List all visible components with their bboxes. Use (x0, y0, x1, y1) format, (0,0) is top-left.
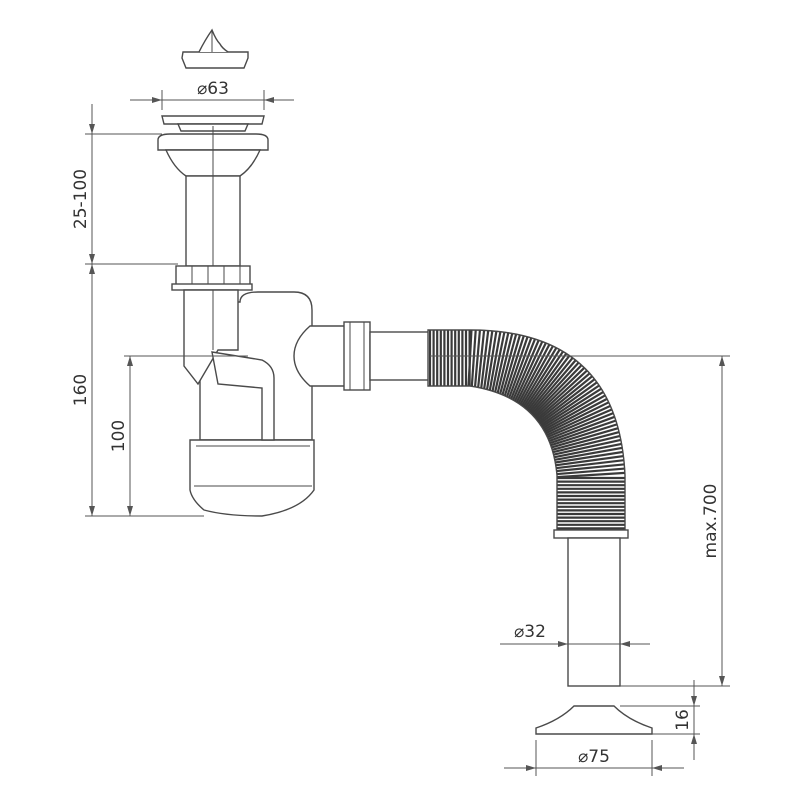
drain-plug (181, 28, 249, 69)
strainer (157, 115, 269, 177)
side-outlet (293, 321, 431, 391)
label-outlet-diameter: ⌀32 (514, 622, 546, 642)
label-inlet-height: 100 (109, 420, 129, 452)
dimension-flange-height: 16 (620, 680, 700, 760)
outlet-pipe (553, 529, 629, 687)
dimension-height-adjust: 25-100 (71, 104, 178, 516)
corrugated-hose (427, 329, 626, 531)
dimension-flange-diameter: ⌀75 (504, 740, 684, 776)
label-strainer-diameter: ⌀63 (197, 79, 229, 99)
dimension-inlet-height: 100 (109, 355, 248, 516)
dimension-outlet-diameter: ⌀32 (500, 622, 650, 647)
label-max-length: max.700 (701, 484, 721, 559)
extension-tube (185, 175, 241, 267)
dimension-strainer-diameter: ⌀63 (130, 79, 294, 110)
label-height-adjust: 25-100 (71, 169, 91, 229)
dip-tube (183, 289, 275, 441)
label-flange-height: 16 (673, 709, 693, 731)
dimension-trap-height: 160 (71, 374, 204, 517)
floor-flange (535, 705, 653, 735)
label-trap-height: 160 (71, 374, 91, 406)
label-flange-diameter: ⌀75 (578, 747, 610, 767)
union-nut (171, 265, 253, 291)
dimension-max-length: max.700 (430, 355, 730, 687)
